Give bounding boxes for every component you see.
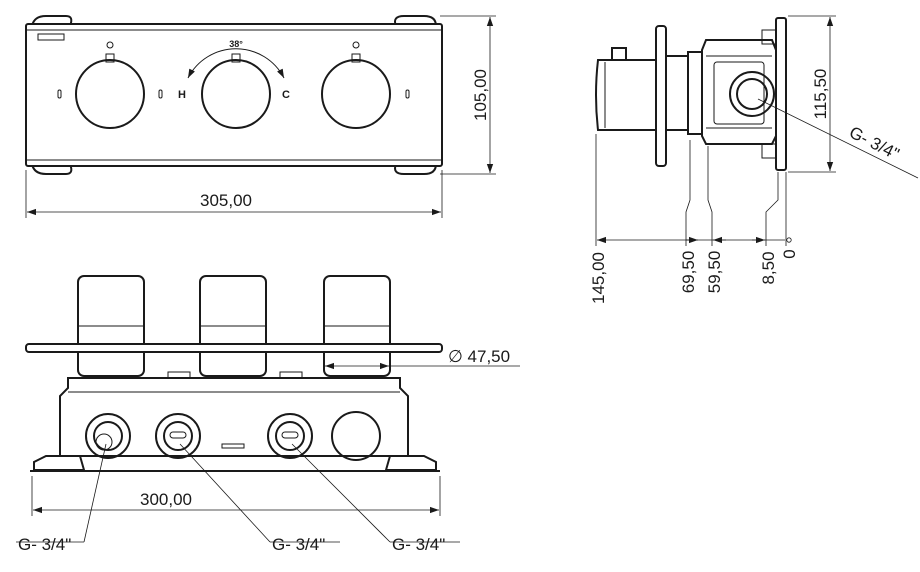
front-top-foot-right bbox=[394, 15, 437, 27]
front-width-dim: 305,00 bbox=[200, 191, 252, 210]
front-height-dim: 105,00 bbox=[471, 69, 490, 121]
bottom-width-dim: 300,00 bbox=[140, 490, 192, 509]
knob-left-indicator bbox=[106, 41, 114, 49]
side-ext-59 bbox=[707, 146, 713, 246]
side-knob-body bbox=[595, 59, 657, 131]
side-dim-69: 69,50 bbox=[679, 251, 698, 294]
bottom-housing-cap-2 bbox=[279, 371, 303, 379]
side-bracket bbox=[775, 17, 787, 171]
port-1-core bbox=[95, 433, 113, 451]
front-bottom-foot-left bbox=[31, 163, 73, 175]
side-thread-leader bbox=[757, 98, 919, 179]
bottom-plate bbox=[25, 343, 443, 353]
thread-label-1: G- 3/4" bbox=[18, 535, 71, 554]
cold-label: C bbox=[282, 89, 290, 101]
side-dim-8: 8,50 bbox=[759, 251, 778, 284]
side-dim-59: 59,50 bbox=[705, 251, 724, 294]
temperature-arc bbox=[187, 48, 285, 79]
side-knob-tab bbox=[611, 47, 627, 61]
bottom-foot-left bbox=[33, 455, 86, 471]
side-depth-dim: 115,50 bbox=[811, 69, 830, 120]
knob-right-indicator bbox=[352, 41, 360, 49]
side-dim-145: 145,00 bbox=[589, 252, 608, 304]
side-bracket-tab-bottom bbox=[761, 143, 777, 159]
port-2-inner bbox=[163, 421, 193, 451]
side-neck-2 bbox=[687, 51, 703, 135]
angle-mark: 38° bbox=[229, 39, 243, 49]
thread-label-3: G- 3/4" bbox=[392, 535, 445, 554]
side-neck bbox=[665, 55, 689, 131]
logo-text: bossini bbox=[45, 35, 58, 40]
port-3-inner bbox=[275, 421, 305, 451]
slot-3 bbox=[405, 89, 410, 99]
slot-2 bbox=[158, 89, 163, 99]
thread-leader-3 bbox=[291, 443, 391, 543]
hot-label: H bbox=[178, 89, 186, 101]
side-outlet-outer bbox=[729, 71, 775, 117]
bottom-view: ∅ 47,50 300,00 G- 3/4" G- 3/4" G- 3/4" bbox=[16, 275, 520, 554]
side-dim-0: 0 bbox=[780, 249, 799, 258]
front-view: bossini 38° H C 305,00 105,00 bbox=[25, 15, 496, 218]
bottom-housing-slot bbox=[221, 443, 245, 449]
port-1-inner bbox=[93, 421, 123, 451]
side-bracket-tab-top bbox=[761, 29, 777, 45]
thread-leader-1 bbox=[83, 443, 107, 543]
side-inner-block bbox=[713, 61, 765, 125]
side-ext-8 bbox=[765, 172, 779, 246]
front-top-foot-left bbox=[31, 15, 73, 27]
port-3-slot bbox=[281, 431, 299, 439]
side-zero-point bbox=[786, 237, 792, 243]
bottom-foot-right bbox=[384, 455, 437, 471]
port-3-outer bbox=[267, 413, 313, 459]
side-thread-label: G- 3/4" bbox=[846, 123, 902, 164]
side-plate bbox=[655, 25, 667, 167]
port-2-outer bbox=[155, 413, 201, 459]
knob-left-tab bbox=[105, 53, 115, 63]
thread-leader-2 bbox=[179, 443, 271, 543]
port-2-slot bbox=[169, 431, 187, 439]
front-bottom-foot-right bbox=[394, 163, 437, 175]
front-plate bbox=[25, 23, 443, 167]
knob-right bbox=[321, 59, 391, 129]
port-1-outer bbox=[85, 413, 131, 459]
knob-right-tab bbox=[351, 53, 361, 63]
thread-label-2: G- 3/4" bbox=[272, 535, 325, 554]
knob-center-tab bbox=[231, 53, 241, 63]
port-4 bbox=[331, 411, 381, 461]
slot-1 bbox=[57, 89, 62, 99]
bottom-housing-cap-1 bbox=[167, 371, 191, 379]
side-view: 115,50 G- 3/4" 145,00 69,50 59,50 8,50 0 bbox=[589, 15, 919, 304]
knob-center bbox=[201, 59, 271, 129]
bottom-diameter-dim: ∅ 47,50 bbox=[448, 347, 510, 366]
side-outlet-inner bbox=[736, 78, 768, 110]
knob-left bbox=[75, 59, 145, 129]
bottom-housing bbox=[59, 377, 409, 457]
side-ext-69 bbox=[685, 140, 691, 246]
logo-badge bbox=[37, 33, 65, 41]
